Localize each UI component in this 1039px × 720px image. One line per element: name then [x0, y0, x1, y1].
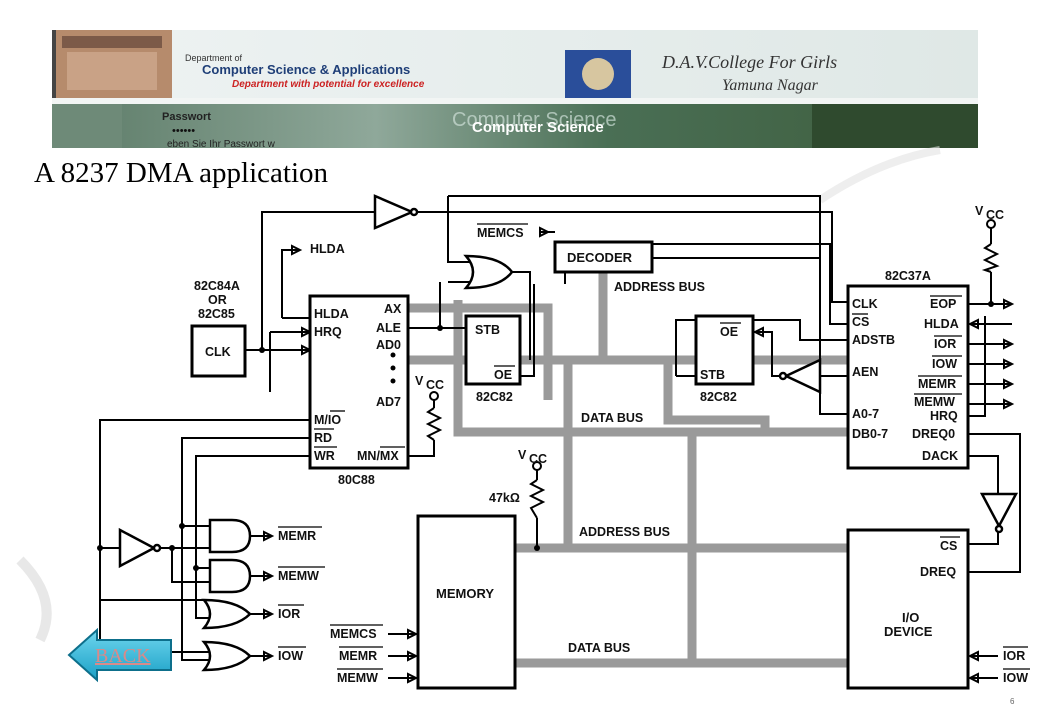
cpu-pin-ax: AX — [384, 302, 402, 316]
slide-title: A 8237 DMA application — [34, 157, 329, 189]
banner-text-2: Computer Science — [472, 119, 604, 136]
clock-chip-box — [190, 324, 247, 378]
decoder-name: DECODER — [567, 250, 633, 265]
bus-lines — [408, 270, 848, 668]
io-input-ior: IOR — [1003, 649, 1025, 663]
memory-name: MEMORY — [436, 586, 494, 601]
vcc-sub-mem: CC — [529, 452, 547, 466]
latch2-name: 82C82 — [700, 390, 737, 404]
io-name-line2: DEVICE — [884, 624, 933, 639]
latch2-pin-oe: OE — [720, 325, 738, 339]
cpu-pin-mio: M/IO — [314, 413, 341, 427]
dma-pin-hrq: HRQ — [930, 409, 958, 423]
cpu-pin-ad0: AD0 — [376, 338, 401, 352]
back-arrow-icon — [67, 628, 172, 683]
memory-input-memw: MEMW — [337, 671, 378, 685]
vcc-sub-dma: CC — [986, 208, 1004, 222]
vcc-label-dma: V — [975, 204, 984, 218]
dma-pin-a0-7: A0-7 — [852, 407, 879, 421]
memory-input-memr: MEMR — [339, 649, 377, 663]
latch2-box — [694, 314, 755, 386]
clock-chip-name-line1: 82C84A — [194, 279, 240, 293]
gate-output-ior: IOR — [278, 607, 300, 621]
io-device-box — [846, 528, 970, 690]
back-button[interactable]: BACK — [67, 628, 175, 684]
dma-pin-ior: IOR — [934, 337, 956, 351]
dma-pin-cs: CS — [852, 315, 869, 329]
dma-pin-memr: MEMR — [918, 377, 956, 391]
io-pin-dreq: DREQ — [920, 565, 956, 579]
college-line1: D.A.V.College For Girls — [661, 52, 837, 72]
dept-line1: Department of — [185, 53, 243, 63]
page-marker: 6 — [1010, 697, 1015, 706]
header-banner: Department of Computer Science & Applica… — [52, 30, 978, 148]
hlda-label: HLDA — [310, 242, 345, 256]
cpu-pin-hlda: HLDA — [314, 307, 349, 321]
clock-chip-name-line2: OR — [208, 293, 227, 307]
address-bus-top-label: ADDRESS BUS — [614, 280, 705, 294]
dma-pin-dreq0: DREQ0 — [912, 427, 955, 441]
dept-tagline: Department with potential for excellence — [232, 79, 425, 90]
latch1-pin-oe: OE — [494, 368, 512, 382]
io-input-iow: IOW — [1003, 671, 1028, 685]
memory-box — [416, 514, 517, 690]
dma-pin-aen: AEN — [852, 365, 878, 379]
cpu-pin-mnmx: MN/MX — [357, 449, 399, 463]
memory-input-memcs: MEMCS — [330, 627, 377, 641]
dma-pin-hlda: HLDA — [924, 317, 959, 331]
latch1-pin-stb: STB — [475, 323, 500, 337]
dma-box — [846, 284, 970, 470]
banner-text-1: Computer Science — [452, 109, 617, 131]
dma-pin-adstb: ADSTB — [852, 333, 895, 347]
back-label: BACK — [95, 645, 151, 667]
dma-pin-eop: EOP — [930, 297, 956, 311]
signal-wires — [97, 195, 1021, 684]
login-dots: •••••• — [172, 125, 195, 137]
dma-pin-clk: CLK — [852, 297, 878, 311]
vcc-label-mem: V — [518, 448, 527, 462]
io-pin-cs: CS — [940, 539, 957, 553]
decoder-box — [553, 240, 654, 274]
vcc-sub-cpu: CC — [426, 378, 444, 392]
resistors — [425, 219, 1000, 519]
gates — [118, 194, 1019, 672]
io-name-line1: I/O — [902, 610, 919, 625]
dma-name: 82C37A — [885, 269, 931, 283]
clock-chip-name-line3: 82C85 — [198, 307, 235, 321]
dept-line2: Computer Science & Applications — [202, 62, 410, 77]
data-bus-low-label: DATA BUS — [568, 641, 630, 655]
cpu-pin-ad7: AD7 — [376, 395, 401, 409]
gate-output-iow: IOW — [278, 649, 303, 663]
latch2-pin-stb: STB — [700, 368, 725, 382]
vcc-label-cpu: V — [415, 374, 424, 388]
dma-pin-db0-7: DB0-7 — [852, 427, 888, 441]
cpu-pin-ale: ALE — [376, 321, 401, 335]
dma-pin-dack: DACK — [922, 449, 958, 463]
dma-pin-memw: MEMW — [914, 395, 955, 409]
cpu-name: 80C88 — [338, 473, 375, 487]
login-hint: eben Sie Ihr Passwort w — [167, 139, 276, 148]
resistor-label: 47kΩ — [489, 491, 520, 505]
latch1-box — [464, 314, 522, 386]
cpu-pin-hrq: HRQ — [314, 325, 342, 339]
address-bus-low-label: ADDRESS BUS — [579, 525, 670, 539]
login-label: Passwort — [162, 111, 211, 123]
latch1-name: 82C82 — [476, 390, 513, 404]
cpu-pin-wr: WR — [314, 449, 335, 463]
gate-output-memr: MEMR — [278, 529, 316, 543]
decoder-output-memcs: MEMCS — [477, 226, 524, 240]
data-bus-mid-label: DATA BUS — [581, 411, 643, 425]
college-line2: Yamuna Nagar — [722, 77, 819, 94]
clock-chip-pin: CLK — [205, 345, 231, 359]
dma-pin-iow: IOW — [932, 357, 957, 371]
gate-output-memw: MEMW — [278, 569, 319, 583]
cpu-pin-rd: RD — [314, 431, 332, 445]
